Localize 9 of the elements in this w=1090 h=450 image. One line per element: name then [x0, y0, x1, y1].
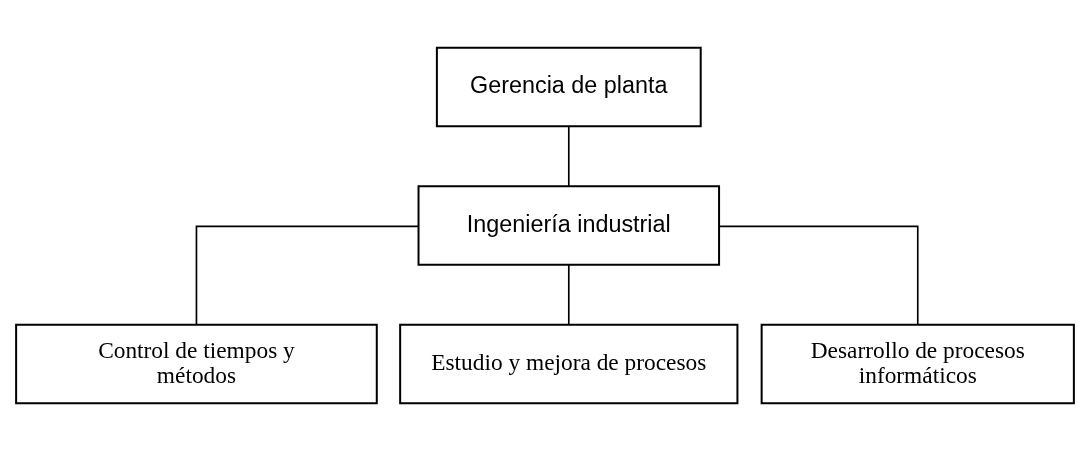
node-box: Ingeniería industrial: [417, 184, 721, 266]
connector: [718, 225, 919, 325]
node-box: Estudio y mejora de procesos: [399, 323, 739, 404]
node-box: Control de tiempos y métodos: [15, 323, 378, 404]
connector: [567, 263, 570, 325]
node-box: Desarrollo de procesos informáticos: [760, 323, 1075, 404]
connector: [195, 225, 420, 325]
node-box: Gerencia de planta: [435, 46, 702, 127]
connector: [567, 124, 570, 187]
